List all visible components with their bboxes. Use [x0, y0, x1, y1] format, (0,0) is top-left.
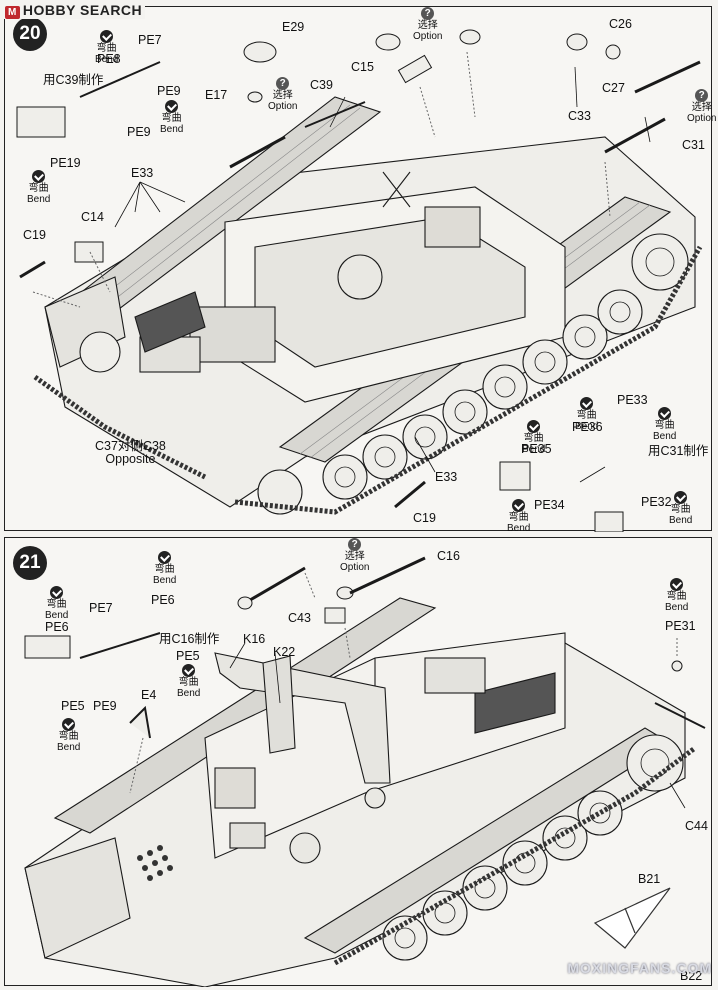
bend-icon: [62, 718, 76, 731]
assembly-note-c16: 用C16制作: [159, 632, 220, 646]
part-label-e17: E17: [205, 88, 228, 102]
part-label-k16: K16: [243, 632, 266, 646]
assembly-note-c31: 用C31制作: [648, 444, 709, 458]
part-label-k22: K22: [273, 645, 296, 659]
part-label-pe5: PE5: [176, 649, 200, 663]
part-label-e33: E33: [435, 470, 458, 484]
part-label-pe36: PE36: [572, 420, 603, 434]
step-21-hull-drawing: [24, 556, 706, 987]
logo-text: HOBBY SEARCH: [22, 2, 143, 18]
question-icon: ?: [695, 89, 709, 102]
step-20-hull-drawing: [16, 29, 703, 532]
part-label-pe9: PE9: [157, 84, 181, 98]
question-icon: ?: [276, 77, 290, 90]
part-label-c33: C33: [568, 109, 591, 123]
part-label-pe8: PE8: [97, 52, 121, 66]
part-label-pe7: PE7: [138, 33, 162, 47]
part-label-c27: C27: [602, 81, 625, 95]
bend-icon: [512, 499, 526, 512]
part-label-pe6: PE6: [45, 620, 69, 634]
assembly-note-c39: 用C39制作: [43, 73, 104, 87]
bend-icon: [165, 100, 179, 113]
part-label-pe7: PE7: [89, 601, 113, 615]
watermark: MOXINGFANS.COM: [567, 960, 712, 976]
bend-icon: [580, 397, 594, 410]
part-label-pe31: PE31: [665, 619, 696, 633]
bend-icon: [670, 578, 684, 591]
part-label-pe19: PE19: [50, 156, 81, 170]
bend-icon: [32, 170, 46, 183]
part-label-b21: B21: [638, 872, 661, 886]
part-label-c43: C43: [288, 611, 311, 625]
part-label-e29: E29: [282, 20, 305, 34]
bend-icon: [100, 30, 114, 43]
part-label-pe9: PE9: [127, 125, 151, 139]
part-label-c39: C39: [310, 78, 333, 92]
part-label-pe35: PE35: [521, 442, 552, 456]
bend-icon: [527, 420, 541, 433]
question-icon: ?: [348, 538, 362, 551]
part-label-b22: B22: [680, 969, 703, 983]
part-label-e4: E4: [141, 688, 157, 702]
part-label-c16: C16: [437, 549, 460, 563]
part-label-pe32: PE32: [641, 495, 672, 509]
bend-icon: [674, 491, 688, 504]
question-icon: ?: [421, 7, 435, 20]
step-number-badge: 21: [13, 546, 47, 580]
part-label-c44: C44: [685, 819, 708, 833]
logo-mark: M: [5, 6, 20, 19]
part-label-c19: C19: [413, 511, 436, 525]
bend-icon: [182, 664, 196, 677]
part-label-e33: E33: [131, 166, 154, 180]
bend-icon: [158, 551, 172, 564]
part-label-pe5: PE5: [61, 699, 85, 713]
part-label-c31: C31: [682, 138, 705, 152]
bend-icon: [658, 407, 672, 420]
part-label-pe34: PE34: [534, 498, 565, 512]
part-label-c26: C26: [609, 17, 632, 31]
part-label-pe33: PE33: [617, 393, 648, 407]
part-label-pe6: PE6: [151, 593, 175, 607]
step-number-badge: 20: [13, 17, 47, 51]
part-label-c15: C15: [351, 60, 374, 74]
part-label-c14: C14: [81, 210, 104, 224]
part-label-c19: C19: [23, 228, 46, 242]
bend-icon: [50, 586, 64, 599]
part-label-pe9: PE9: [93, 699, 117, 713]
